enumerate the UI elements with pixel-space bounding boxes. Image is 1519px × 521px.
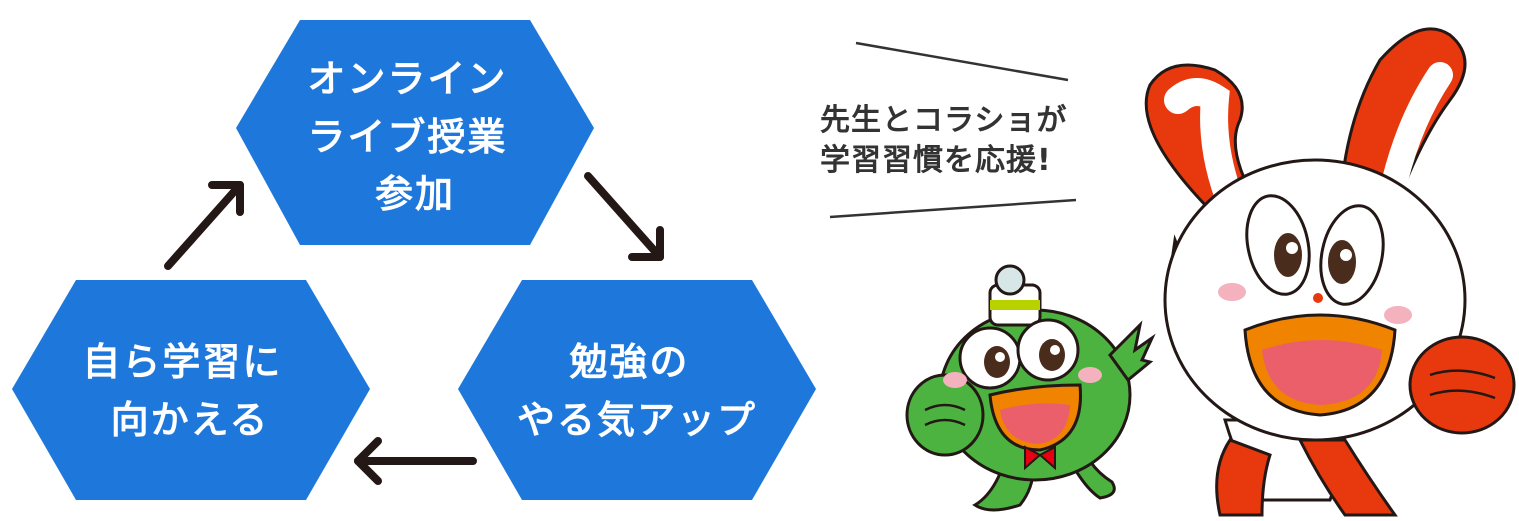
speech-line-1: 先生とコラショが bbox=[820, 103, 1067, 138]
speech-line-bottom bbox=[829, 198, 1077, 219]
hex-left-line-1: 自ら学習に bbox=[82, 340, 282, 384]
hex-top-line-1: オンライン bbox=[307, 57, 507, 101]
speech-line-top bbox=[855, 41, 1069, 82]
hex-left-text: 自ら学習に 向かえる bbox=[82, 340, 297, 442]
hex-left-line-2: 向かえる bbox=[111, 398, 270, 442]
speech-line-2: 学習習慣を応援! bbox=[820, 143, 1052, 178]
hex-top-line-2: ライブ授業 bbox=[307, 115, 507, 159]
arrow-left-to-top bbox=[164, 181, 244, 270]
hex-right-line-2: やる気アップ bbox=[517, 398, 757, 442]
green-character-illustration bbox=[905, 264, 1156, 512]
hex-top-online-live: オンライン ライブ授業 参加 bbox=[236, 20, 594, 245]
hex-top-text: オンライン ライブ授業 参加 bbox=[307, 57, 522, 216]
hex-right-motivation: 勉強の やる気アップ bbox=[458, 280, 816, 500]
hex-right-text: 勉強の やる気アップ bbox=[517, 340, 757, 442]
hex-left-shape bbox=[12, 280, 370, 500]
arrow-top-to-right bbox=[584, 172, 664, 261]
cycle-diagram: オンライン ライブ授業 参加 勉強の やる気アップ 自ら学習に 向かえる bbox=[12, 20, 816, 500]
hex-top-shape bbox=[236, 20, 594, 245]
hex-right-shape bbox=[458, 280, 816, 500]
hex-left-self-study: 自ら学習に 向かえる bbox=[12, 280, 370, 500]
arrow-right-to-left bbox=[354, 437, 477, 485]
hex-right-line-1: 勉強の bbox=[568, 340, 689, 384]
speech-callout: 先生とコラショが 学習習慣を応援! bbox=[820, 41, 1077, 219]
red-character-illustration bbox=[1144, 27, 1516, 517]
hex-top-line-3: 参加 bbox=[375, 172, 455, 216]
